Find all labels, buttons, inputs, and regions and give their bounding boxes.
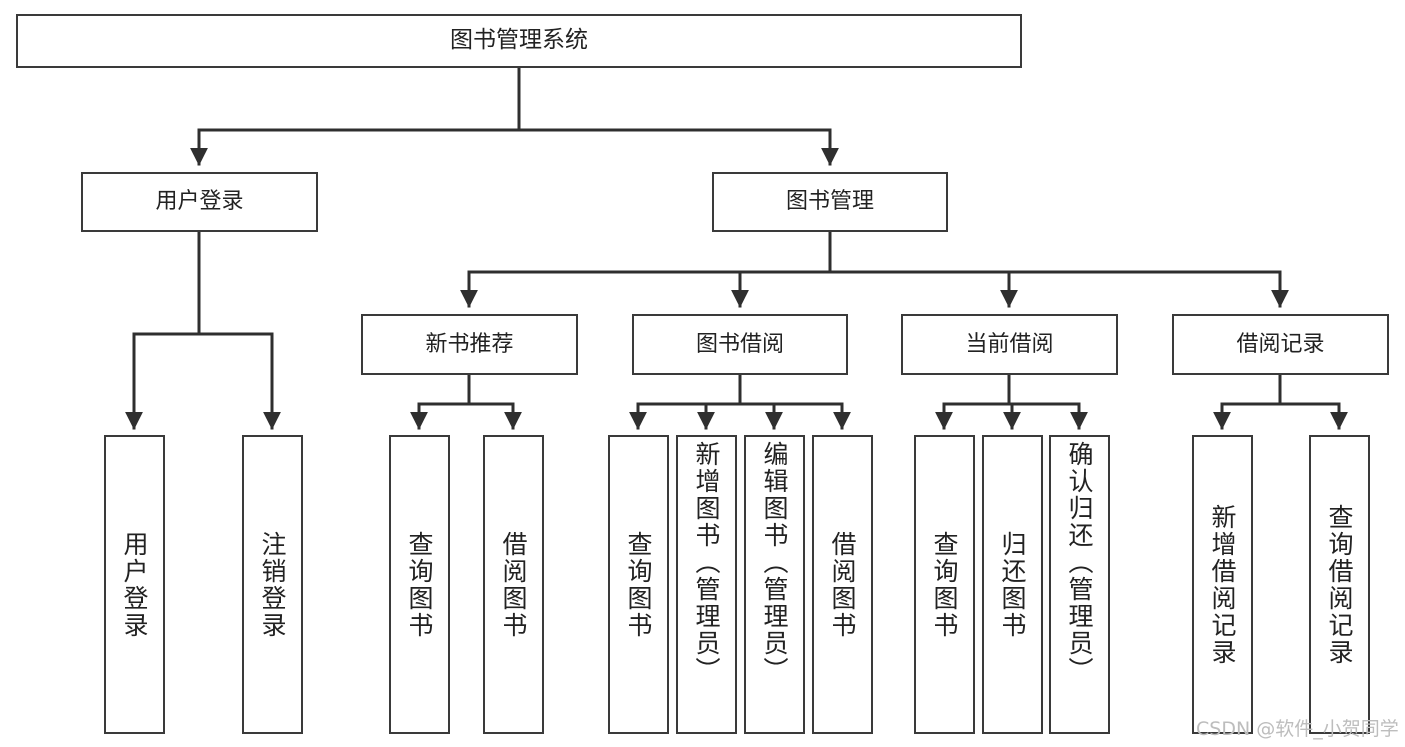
- node-label: 编辑图书（管理员）: [760, 441, 789, 684]
- node-label: 用户登录: [120, 530, 149, 639]
- leaf-borrow-record-query-record[interactable]: 查询借阅记录: [1309, 435, 1370, 734]
- node-book-management[interactable]: 图书管理: [712, 172, 948, 232]
- node-label: 用户登录: [155, 189, 244, 215]
- node-label: 查询图书: [624, 530, 653, 639]
- node-label: 新增图书（管理员）: [692, 441, 721, 684]
- leaf-book-borrow-borrow-book[interactable]: 借阅图书: [812, 435, 873, 734]
- node-current-borrow[interactable]: 当前借阅: [901, 314, 1118, 375]
- node-label: 查询图书: [930, 530, 959, 639]
- node-label: 图书管理: [785, 189, 874, 215]
- leaf-book-borrow-query-book[interactable]: 查询图书: [608, 435, 669, 734]
- node-label: 图书管理系统: [450, 27, 588, 54]
- node-label: 查询图书: [405, 530, 434, 639]
- leaf-book-borrow-edit-book-admin[interactable]: 编辑图书（管理员）: [744, 435, 805, 734]
- leaf-current-borrow-confirm-return-admin[interactable]: 确认归还（管理员）: [1049, 435, 1110, 734]
- node-label: 当前借阅: [965, 331, 1054, 357]
- leaf-borrow-record-add-record[interactable]: 新增借阅记录: [1192, 435, 1253, 734]
- node-label: 借阅图书: [828, 530, 857, 639]
- node-label: 注销登录: [258, 530, 287, 639]
- leaf-user-login-login[interactable]: 用户登录: [104, 435, 165, 734]
- node-label: 新增借阅记录: [1208, 503, 1237, 666]
- node-user-login[interactable]: 用户登录: [81, 172, 318, 232]
- node-new-book-recommend[interactable]: 新书推荐: [361, 314, 578, 375]
- node-label: 借阅图书: [499, 530, 528, 639]
- node-label: 确认归还（管理员）: [1065, 441, 1094, 684]
- node-book-borrow[interactable]: 图书借阅: [632, 314, 848, 375]
- leaf-book-borrow-add-book-admin[interactable]: 新增图书（管理员）: [676, 435, 737, 734]
- node-label: 图书借阅: [695, 331, 784, 357]
- node-label: 借阅记录: [1236, 331, 1325, 357]
- csdn-watermark: CSDN @软件_小贺同学: [1196, 718, 1399, 740]
- node-label: 新书推荐: [425, 331, 514, 357]
- node-label: 查询借阅记录: [1325, 503, 1354, 666]
- leaf-new-book-borrow-book[interactable]: 借阅图书: [483, 435, 544, 734]
- node-label: 归还图书: [998, 530, 1027, 639]
- node-root-book-management-system[interactable]: 图书管理系统: [16, 14, 1022, 68]
- leaf-new-book-query-book[interactable]: 查询图书: [389, 435, 450, 734]
- leaf-current-borrow-return-book[interactable]: 归还图书: [982, 435, 1043, 734]
- node-borrow-record[interactable]: 借阅记录: [1172, 314, 1389, 375]
- leaf-user-login-logout[interactable]: 注销登录: [242, 435, 303, 734]
- leaf-current-borrow-query-book[interactable]: 查询图书: [914, 435, 975, 734]
